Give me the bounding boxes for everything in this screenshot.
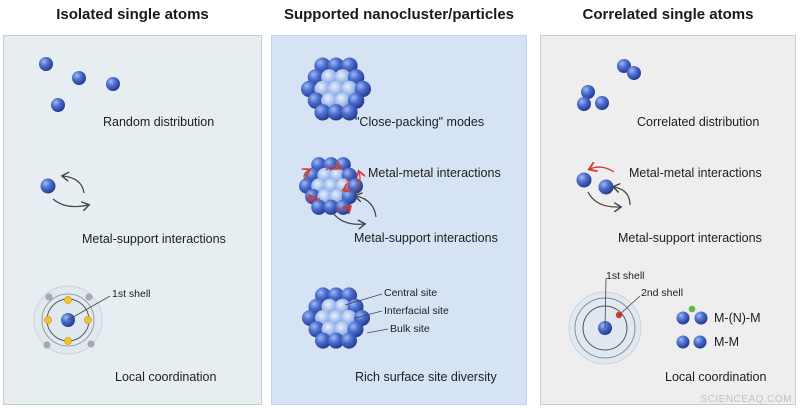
label-m-n-m: M-(N)-M (714, 311, 761, 325)
label-central-site: Central site (384, 287, 438, 299)
ligand (84, 316, 92, 324)
ligand (45, 293, 53, 301)
atom (581, 85, 595, 99)
atom (341, 104, 358, 121)
label-local-coordination-1: Local coordination (115, 370, 217, 384)
atom (327, 104, 345, 121)
correlated-coordination-group (568, 277, 708, 365)
atom (617, 59, 631, 73)
ligand (64, 337, 72, 345)
curved-arrow (587, 191, 620, 207)
red-arrow (310, 196, 321, 201)
atom (676, 335, 690, 349)
atom (335, 199, 351, 215)
red-arrow (344, 177, 349, 190)
label-m-m: M-M (714, 335, 739, 349)
column-title-isolated: Isolated single atoms (56, 6, 209, 23)
leader-line (618, 295, 641, 316)
red-arrow (325, 166, 340, 171)
ligand (43, 341, 51, 349)
atom (341, 332, 357, 349)
curved-arrow (332, 212, 364, 224)
atom (40, 178, 56, 194)
atom (106, 77, 120, 91)
column-title-nanocluster: Supported nanocluster/particles (283, 6, 515, 23)
atom (323, 199, 339, 215)
random-atoms-group (39, 57, 120, 112)
close-packing-cluster (301, 57, 371, 121)
shell-ring (41, 293, 95, 347)
label-metal-metal-3: Metal-metal interactions (629, 166, 762, 180)
atom (598, 179, 614, 195)
red-arrow (356, 172, 360, 191)
ligand (85, 293, 93, 301)
atom (595, 96, 609, 110)
atom (676, 311, 690, 325)
label-metal-metal-2: Metal-metal interactions (368, 166, 501, 180)
label-site-diversity: Rich surface site diversity (355, 370, 497, 384)
label-metal-support-1: Metal-support interactions (82, 232, 226, 246)
atom (51, 98, 65, 112)
label-first-shell-3: 1st shell (606, 270, 645, 282)
atom (694, 311, 708, 325)
label-first-shell-1: 1st shell (112, 288, 151, 300)
watermark: SCIENCEAQ.COM (700, 394, 792, 405)
atom (577, 97, 591, 111)
curved-arrow (356, 196, 377, 218)
atom (315, 332, 331, 349)
single-atom-support-group (40, 176, 89, 207)
atom (693, 335, 707, 349)
panel-supported-nanocluster (271, 35, 527, 405)
atom (72, 71, 86, 85)
shell-ring (582, 305, 628, 351)
interaction-cluster (299, 157, 363, 215)
interaction-arrows (304, 166, 377, 224)
label-random-distribution: Random distribution (103, 115, 215, 129)
ligand (64, 296, 72, 304)
leader-line (366, 328, 389, 334)
label-interfacial-site: Interfacial site (384, 305, 449, 317)
leader-line (354, 310, 383, 319)
pair-interaction-group (576, 167, 631, 207)
local-coordination-group (33, 285, 111, 355)
label-bulk-site: Bulk site (390, 323, 430, 335)
red-arrow (335, 207, 350, 211)
curved-arrow (52, 198, 88, 207)
label-metal-support-3: Metal-support interactions (618, 231, 762, 245)
curved-arrow (614, 187, 631, 206)
leader-line (67, 295, 111, 321)
atom (328, 332, 344, 349)
label-correlated-distribution: Correlated distribution (637, 115, 760, 129)
site-diversity-cluster (302, 287, 370, 349)
correlated-atoms-group (577, 59, 641, 111)
ligand (87, 340, 95, 348)
curved-arrow (63, 176, 85, 194)
label-close-packing: "Close-packing" modes (355, 115, 485, 129)
atom (627, 66, 641, 80)
ligand (44, 316, 52, 324)
atom (314, 104, 331, 121)
site-leader-lines (344, 293, 389, 334)
atom (39, 57, 53, 71)
n-bridge (688, 305, 696, 313)
shell-ring (574, 297, 636, 359)
label-local-coordination-3: Local coordination (665, 370, 767, 384)
leader-line (604, 277, 607, 329)
leader-line (344, 293, 383, 306)
label-second-shell: 2nd shell (641, 287, 684, 299)
column-title-correlated: Correlated single atoms (582, 6, 754, 23)
red-arrow (304, 170, 309, 181)
atom (576, 172, 592, 188)
red-arrow (590, 167, 615, 173)
label-metal-support-2: Metal-support interactions (354, 231, 498, 245)
